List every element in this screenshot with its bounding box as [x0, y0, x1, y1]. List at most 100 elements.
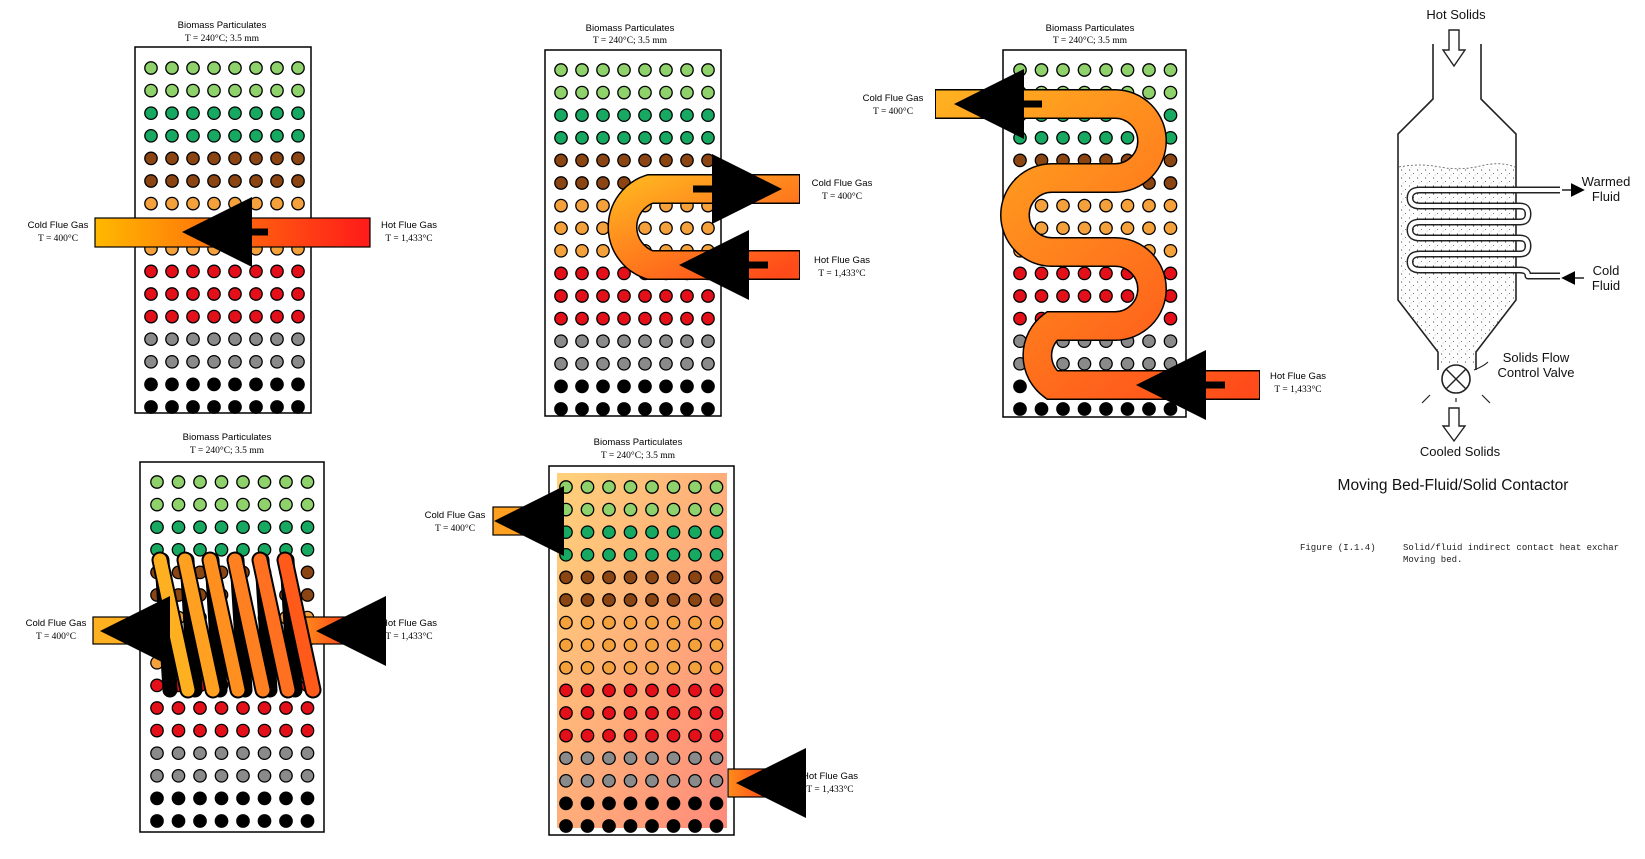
- cold-fluid-label-1: Cold: [1593, 263, 1620, 278]
- particle-light-green: [617, 85, 631, 100]
- particle-black: [300, 791, 315, 806]
- particle-red: [645, 706, 659, 720]
- particle-red: [554, 311, 568, 326]
- particle-brown: [207, 151, 221, 166]
- particle-black: [709, 796, 724, 811]
- particle-red: [249, 287, 263, 301]
- particle-green: [1163, 108, 1178, 123]
- particle-red: [559, 683, 573, 698]
- particle-light-green: [645, 480, 659, 494]
- particle-orange: [596, 198, 610, 213]
- particle-red: [623, 728, 638, 743]
- particle-black: [171, 791, 186, 806]
- particle-red: [228, 287, 242, 301]
- inlet-arrow: [1441, 29, 1467, 68]
- particle-brown: [602, 570, 616, 585]
- particle-brown: [207, 174, 221, 188]
- particle-black: [186, 400, 200, 414]
- particle-red: [291, 309, 305, 324]
- particle-red: [228, 264, 242, 279]
- particle-green: [580, 525, 595, 540]
- particle-black: [236, 791, 250, 806]
- particle-black: [257, 814, 272, 828]
- particle-orange: [1142, 221, 1156, 236]
- internal-coil-tubes: [1406, 186, 1560, 280]
- particle-gray: [207, 332, 221, 347]
- cold-gas-temp: T = 400°C: [822, 191, 862, 202]
- particle-green: [207, 128, 221, 143]
- particle-light-green: [645, 502, 659, 517]
- particle-light-green: [150, 497, 164, 512]
- particle-brown: [580, 570, 595, 585]
- particle-green: [617, 108, 631, 123]
- particle-orange: [144, 196, 158, 211]
- particle-orange: [580, 638, 595, 653]
- particle-red: [214, 723, 229, 738]
- particle-light-green: [193, 475, 207, 489]
- particle-black: [688, 819, 702, 833]
- particle-red: [688, 728, 702, 743]
- particle-green: [207, 106, 221, 121]
- particle-orange: [1142, 198, 1156, 213]
- particle-green: [680, 130, 694, 145]
- particle-green: [236, 520, 250, 535]
- gas-fill-region: [557, 473, 727, 828]
- particle-light-green: [638, 63, 652, 77]
- particle-black: [680, 379, 694, 394]
- particle-orange: [645, 615, 659, 630]
- hot-solids-label: Hot Solids: [1426, 7, 1486, 22]
- valve-label-2: Control Valve: [1497, 365, 1574, 380]
- particle-gray: [638, 334, 652, 349]
- particle-black: [144, 377, 158, 392]
- particle-light-green: [1142, 85, 1156, 100]
- particle-brown: [623, 570, 638, 585]
- particle-brown: [291, 151, 305, 166]
- particle-green: [645, 547, 659, 562]
- hot-gas-label: Hot Flue Gas: [802, 771, 858, 782]
- contactor-title: Moving Bed-Fluid/Solid Contactor: [1338, 477, 1569, 494]
- particle-gray: [291, 332, 305, 347]
- particle-red: [193, 723, 207, 738]
- particle-brown: [559, 570, 573, 585]
- particle-green: [623, 525, 638, 540]
- particle-light-green: [249, 83, 263, 98]
- particle-red: [688, 683, 702, 698]
- particle-green: [688, 525, 702, 540]
- particle-green: [228, 106, 242, 121]
- particle-light-green: [165, 61, 179, 75]
- particle-gray: [1077, 356, 1092, 371]
- particle-black: [1120, 402, 1135, 416]
- particle-brown: [617, 153, 631, 168]
- particle-brown: [709, 570, 724, 585]
- particle-gray: [645, 773, 659, 788]
- particle-gray: [580, 751, 595, 766]
- particle-green: [575, 130, 589, 145]
- particle-red: [279, 701, 293, 715]
- particle-green: [575, 108, 589, 123]
- particle-black: [193, 814, 207, 828]
- particle-light-green: [559, 502, 573, 517]
- particle-red: [1163, 266, 1178, 281]
- particle-orange: [1120, 198, 1135, 213]
- particle-black: [186, 377, 200, 392]
- particle-red: [270, 264, 284, 279]
- particle-light-green: [171, 497, 186, 512]
- particle-light-green: [193, 497, 207, 512]
- particle-light-green: [1163, 63, 1178, 77]
- particle-brown: [575, 176, 589, 190]
- particle-brown: [1163, 153, 1178, 168]
- particle-orange: [645, 638, 659, 653]
- particle-gray: [257, 768, 272, 783]
- particle-red: [1077, 266, 1092, 281]
- particle-brown: [688, 593, 702, 607]
- particle-red: [270, 309, 284, 324]
- particle-light-green: [1120, 63, 1135, 77]
- particle-gray: [1099, 356, 1113, 371]
- particle-orange: [1034, 198, 1049, 213]
- particle-green: [638, 130, 652, 145]
- particle-brown: [249, 151, 263, 166]
- particle-green: [596, 108, 610, 123]
- particle-green: [228, 128, 242, 143]
- cold-gas-temp: T = 400°C: [38, 233, 78, 244]
- particle-gray: [214, 768, 229, 783]
